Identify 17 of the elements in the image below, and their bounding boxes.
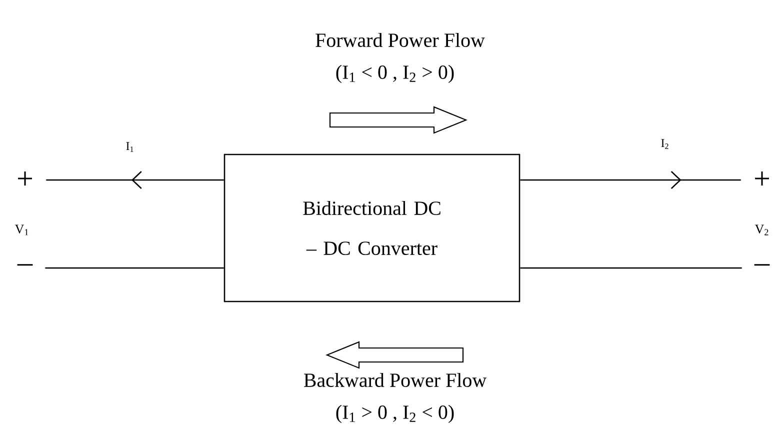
flow-label: Backward Power Flow bbox=[304, 372, 487, 388]
voltage-label: V$_{2}$ bbox=[754, 224, 768, 236]
condition-label: (I$_{1}$ > 0 , I$_{2}$ < 0) bbox=[336, 404, 454, 424]
wire bbox=[520, 267, 742, 269]
terminal-sign: – bbox=[17, 264, 33, 266]
flow-label: Forward Power Flow bbox=[316, 32, 485, 48]
current-label: I$_{1}$ bbox=[126, 142, 134, 152]
voltage-label: V$_{1}$ bbox=[14, 224, 28, 236]
wire bbox=[45, 267, 224, 269]
condition-label: (I$_{1}$ < 0 , I$_{2}$ > 0) bbox=[336, 64, 454, 84]
wire bbox=[46, 171, 224, 189]
wire bbox=[520, 171, 741, 189]
terminal-sign: + bbox=[755, 172, 769, 186]
converter-box: Bidirectional DC – DC Converter bbox=[224, 154, 520, 302]
terminal-sign: + bbox=[18, 172, 32, 186]
current-label: I$_{2}$ bbox=[661, 139, 668, 149]
terminal-sign: – bbox=[754, 264, 770, 266]
